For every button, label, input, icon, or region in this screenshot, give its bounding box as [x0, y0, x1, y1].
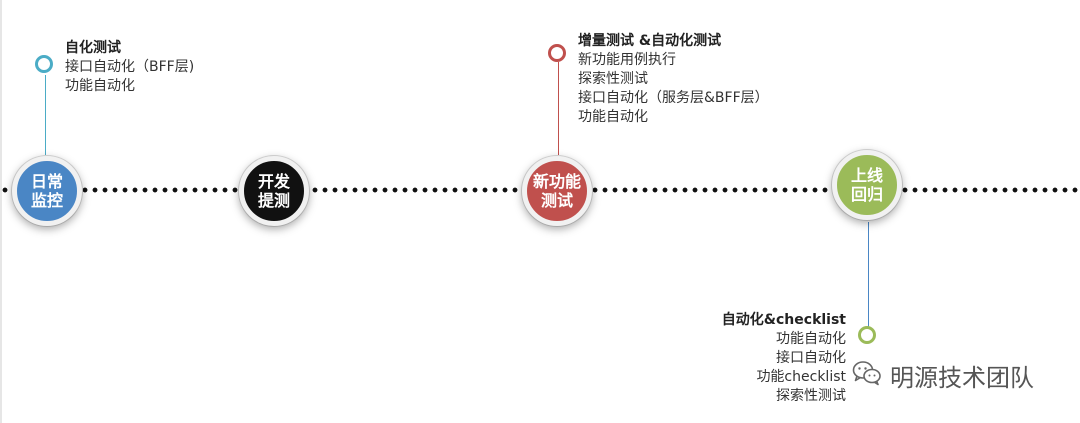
note-line: 功能自动化: [65, 78, 135, 94]
note-line: 功能自动化: [776, 331, 846, 347]
frame-edge: [0, 0, 2, 423]
note-title: 自动化&checklist: [721, 312, 846, 328]
stage-label: 日常 监控: [30, 172, 63, 210]
note-new-feature: 增量测试 &自动化测试 新功能用例执行 探索性测试 接口自动化（服务层&BFF层…: [578, 32, 769, 127]
watermark-text: 明源技术团队: [890, 363, 1034, 392]
note-title: 增量测试 &自动化测试: [578, 33, 722, 49]
connector-monitoring: [45, 75, 46, 155]
stage-node-release-regression: 上线 回归: [832, 150, 902, 220]
marker-new-feature: [548, 44, 566, 62]
stage-node-dev-submit: 开发 提测: [239, 156, 309, 226]
note-title: 自化测试: [65, 40, 121, 56]
note-line: 探索性测试: [776, 388, 846, 404]
note-line: 探索性测试: [578, 71, 648, 87]
stage-node-new-feature-testing: 新功能 测试: [522, 156, 592, 226]
note-release: 自动化&checklist 功能自动化 接口自动化 功能checklist 探索…: [722, 311, 846, 406]
note-line: 接口自动化（服务层&BFF层）: [578, 90, 769, 106]
stage-label: 开发 提测: [257, 172, 290, 210]
stage-node-daily-monitoring: 日常 监控: [12, 156, 82, 226]
note-line: 功能checklist: [756, 369, 846, 385]
wechat-icon: [852, 360, 882, 390]
stage-label: 新功能 测试: [532, 172, 581, 210]
note-line: 新功能用例执行: [578, 52, 676, 68]
note-line: 接口自动化（BFF层): [65, 59, 195, 75]
connector-release: [868, 222, 869, 328]
note-monitoring: 自化测试 接口自动化（BFF层) 功能自动化: [65, 39, 194, 96]
note-line: 功能自动化: [578, 109, 648, 125]
watermark: 明源技术团队: [850, 358, 1040, 392]
note-line: 接口自动化: [776, 350, 846, 366]
stage-label: 上线 回归: [850, 166, 883, 204]
marker-monitoring: [35, 55, 53, 73]
marker-release: [858, 326, 876, 344]
connector-new-feature: [558, 62, 559, 155]
